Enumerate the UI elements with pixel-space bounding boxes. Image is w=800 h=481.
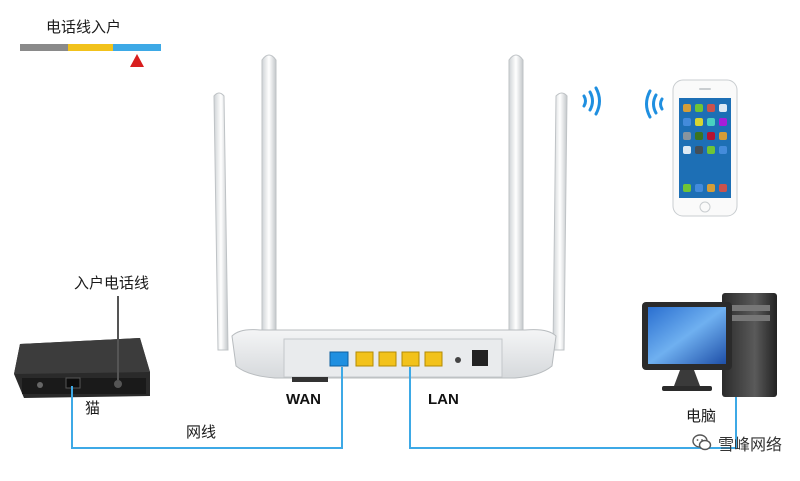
reset-button — [455, 357, 461, 363]
wan-label: WAN — [286, 391, 321, 408]
legend-blue-segment — [113, 44, 161, 51]
network-cables — [71, 296, 737, 449]
watermark: 雪峰网络 — [692, 431, 782, 455]
cable-label: 网线 — [186, 423, 217, 441]
lan-port-1 — [355, 351, 374, 367]
legend-title: 电话线入户 — [46, 18, 122, 36]
power-port — [472, 350, 488, 366]
antenna-left-inner — [261, 54, 277, 349]
lan-port-3 — [401, 351, 420, 367]
legend-yellow-segment — [68, 44, 113, 51]
wifi-signal-phone-icon — [645, 89, 664, 119]
computer-label: 电脑 — [686, 407, 717, 425]
wan-port — [329, 351, 349, 367]
watermark-text: 雪峰网络 — [717, 435, 782, 454]
legend-gray-segment — [20, 44, 68, 51]
router-icon — [231, 329, 557, 382]
antenna-right-outer — [552, 92, 568, 351]
smartphone-icon — [672, 79, 738, 217]
lan-label: LAN — [428, 391, 459, 408]
modem-label: 猫 — [85, 399, 101, 417]
antenna-right-inner — [508, 54, 524, 349]
lan-port-2 — [378, 351, 397, 367]
desktop-computer-icon — [642, 293, 777, 397]
router-antennas — [213, 54, 568, 351]
phone-line-label: 入户电话线 — [74, 274, 150, 292]
lan-port-4 — [424, 351, 443, 367]
modem-icon — [14, 338, 150, 398]
antenna-left-outer — [213, 92, 229, 351]
legend-cable — [20, 44, 161, 67]
wechat-logo-icon — [692, 434, 712, 451]
arrow-up-icon — [130, 54, 144, 67]
wifi-signal-icon — [582, 86, 601, 116]
